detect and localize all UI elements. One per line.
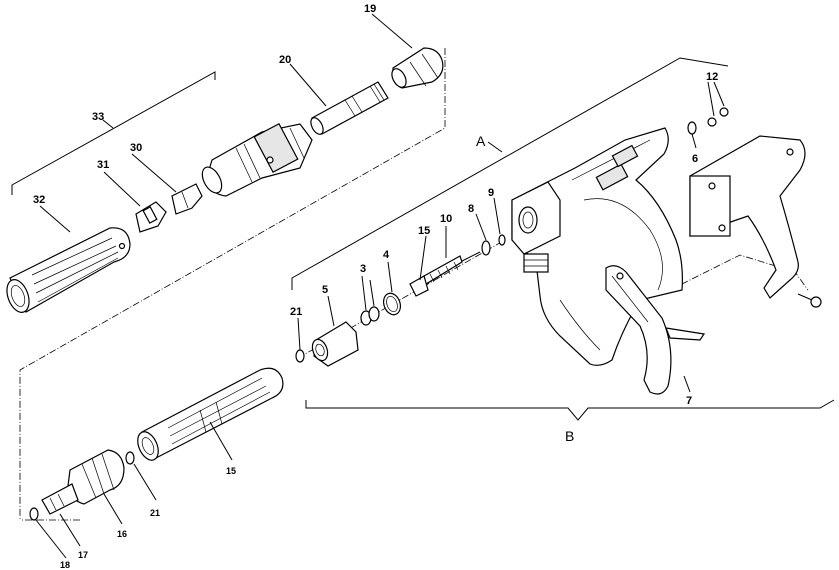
- part-3-seals: [360, 306, 380, 326]
- part-17-nozzle: [41, 483, 79, 515]
- part-15-grip-tube: [137, 367, 284, 461]
- label-18: 18: [60, 560, 70, 570]
- label-16: 16: [117, 529, 127, 539]
- label-b: B: [565, 428, 574, 444]
- label-21-upper: 21: [290, 306, 302, 318]
- part-10-spring-pin: [423, 251, 481, 285]
- label-32: 32: [33, 194, 45, 206]
- label-4: 4: [383, 249, 390, 261]
- part-8-washer: [481, 240, 491, 256]
- part-5-connector: [311, 321, 359, 367]
- part-32-nozzle-grip: [6, 227, 131, 313]
- label-15-lower: 15: [226, 466, 236, 476]
- label-3: 3: [360, 263, 366, 275]
- part-21-oring-b: [125, 451, 135, 465]
- part-20-tube: [310, 81, 389, 135]
- label-21-lower: 21: [150, 508, 160, 518]
- bracket-a: [291, 57, 729, 290]
- part-screw-right: [797, 293, 822, 308]
- part-9-oring: [498, 234, 506, 246]
- label-9: 9: [488, 187, 494, 199]
- label-8: 8: [468, 203, 474, 215]
- part-18-oring: [29, 507, 39, 521]
- part-side-plate: [689, 135, 806, 299]
- label-a: A: [476, 133, 486, 149]
- bracket-33: [11, 71, 216, 195]
- label-31: 31: [97, 159, 109, 171]
- part-31-clip: [135, 201, 167, 233]
- part-lance-body: [201, 122, 313, 197]
- leader-lines: [35, 13, 725, 559]
- part-21-oring-a: [295, 349, 305, 363]
- label-17: 17: [78, 550, 88, 560]
- part-7-trigger: [605, 265, 706, 395]
- part-30-fitting: [171, 183, 203, 215]
- label-5: 5: [322, 284, 328, 296]
- part-15-valve: [409, 275, 429, 297]
- label-6: 6: [692, 153, 698, 165]
- label-15-upper: 15: [418, 225, 430, 237]
- part-gun-body: [511, 127, 683, 366]
- part-19-nut: [391, 47, 444, 89]
- label-19: 19: [364, 3, 376, 15]
- label-7: 7: [686, 395, 692, 407]
- part-4-oring: [382, 292, 402, 316]
- part-12-nuts: [707, 107, 729, 127]
- bracket-b: [305, 399, 835, 421]
- label-10: 10: [440, 213, 452, 225]
- part-6-washer: [687, 121, 697, 135]
- label-20: 20: [279, 54, 291, 66]
- label-30: 30: [130, 142, 142, 154]
- label-33: 33: [92, 111, 104, 123]
- label-12: 12: [706, 71, 718, 83]
